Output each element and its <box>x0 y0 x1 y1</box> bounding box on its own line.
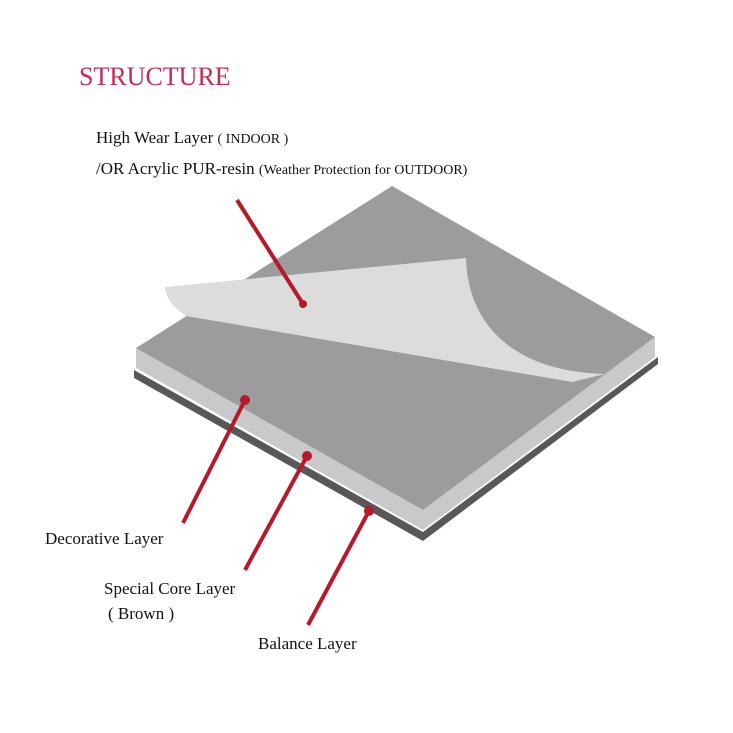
decorative-leader-dot <box>240 395 250 405</box>
wear-layer-sheet <box>165 258 605 382</box>
core-leader-dot <box>302 451 312 461</box>
balance-leader-line <box>306 510 371 626</box>
diagram-title: STRUCTURE <box>79 62 231 91</box>
acrylic-label-text: /OR Acrylic PUR-resin <box>96 159 255 178</box>
balance-layer-label: Balance Layer <box>258 634 357 653</box>
wear-label-note: ( INDOOR ) <box>217 132 289 147</box>
decorative-layer-label: Decorative Layer <box>45 529 164 548</box>
decorative-leader-line <box>181 399 247 524</box>
wear-leader-line <box>235 198 305 306</box>
acrylic-resin-label: /OR Acrylic PUR-resin (Weather Protectio… <box>96 159 467 179</box>
core-layer-edge <box>136 337 655 530</box>
core-layer-label: Special Core Layer <box>104 579 236 598</box>
wear-label-text: High Wear Layer <box>96 128 214 147</box>
wear-leader-dot <box>299 300 307 308</box>
core-layer-note: ( Brown ) <box>108 604 175 623</box>
acrylic-label-note: (Weather Protection for OUTDOOR) <box>258 163 468 178</box>
core-leader-line <box>243 455 309 571</box>
high-wear-layer-label: High Wear Layer ( INDOOR ) <box>96 128 288 148</box>
balance-leader-dot <box>364 506 374 516</box>
